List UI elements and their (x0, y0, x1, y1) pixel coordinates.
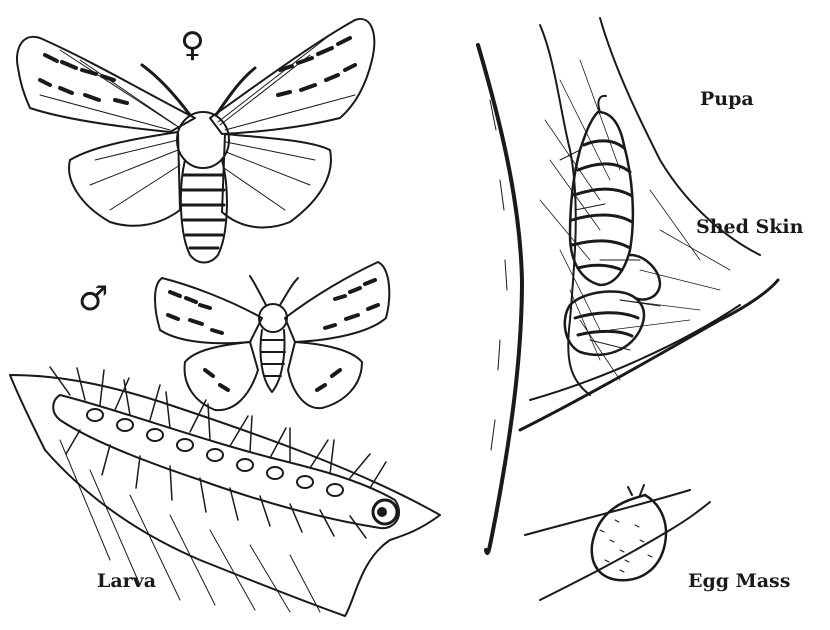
label-pupa: Pupa (700, 88, 754, 110)
female-symbol: ♀ (180, 28, 205, 62)
label-egg-mass: Egg Mass (688, 570, 790, 592)
label-larva: Larva (97, 570, 156, 592)
pupa (570, 96, 633, 285)
male-moth (155, 262, 389, 410)
male-symbol: ♂ (78, 282, 108, 316)
label-shed-skin: Shed Skin (696, 216, 803, 238)
larva (10, 367, 440, 616)
